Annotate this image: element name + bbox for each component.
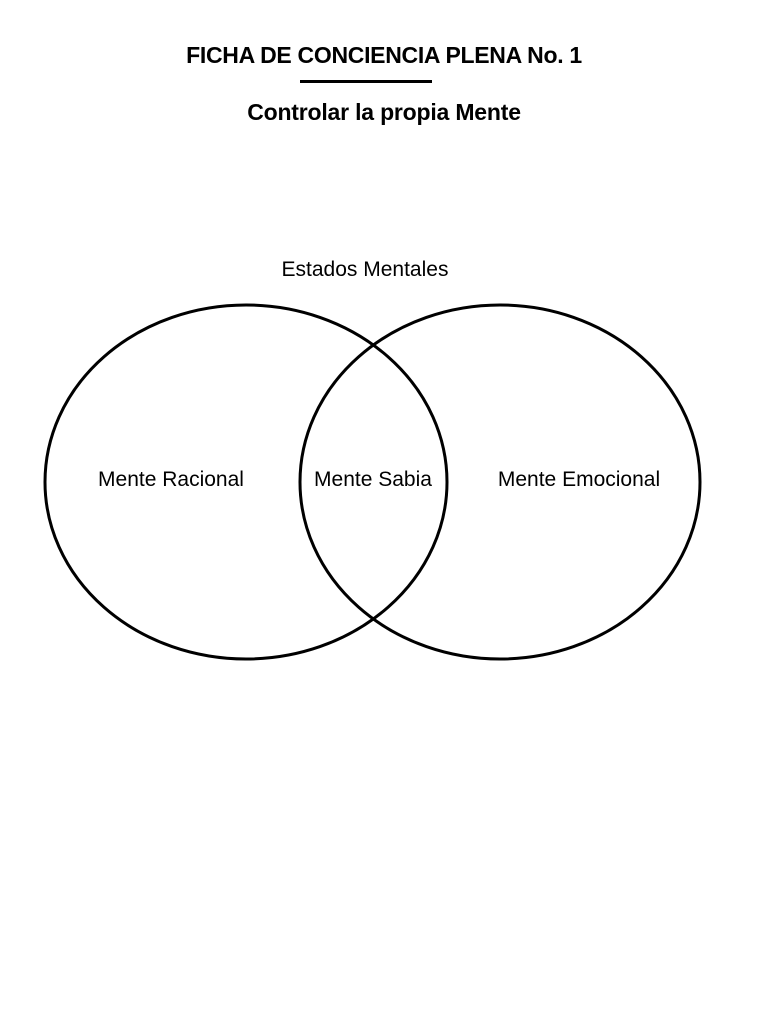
right-label: Mente Emocional	[498, 468, 660, 491]
left-label: Mente Racional	[98, 468, 244, 491]
title-underline	[300, 80, 432, 83]
page-subtitle: Controlar la propia Mente	[247, 99, 521, 125]
diagram-heading: Estados Mentales	[282, 258, 449, 281]
page-title: FICHA DE CONCIENCIA PLENA No. 1	[186, 42, 582, 68]
left-circle	[43, 303, 449, 661]
venn-diagram: Estados Mentales Mente Racional Mente Sa…	[43, 258, 702, 661]
center-label: Mente Sabia	[314, 468, 432, 491]
right-circle	[298, 303, 702, 661]
